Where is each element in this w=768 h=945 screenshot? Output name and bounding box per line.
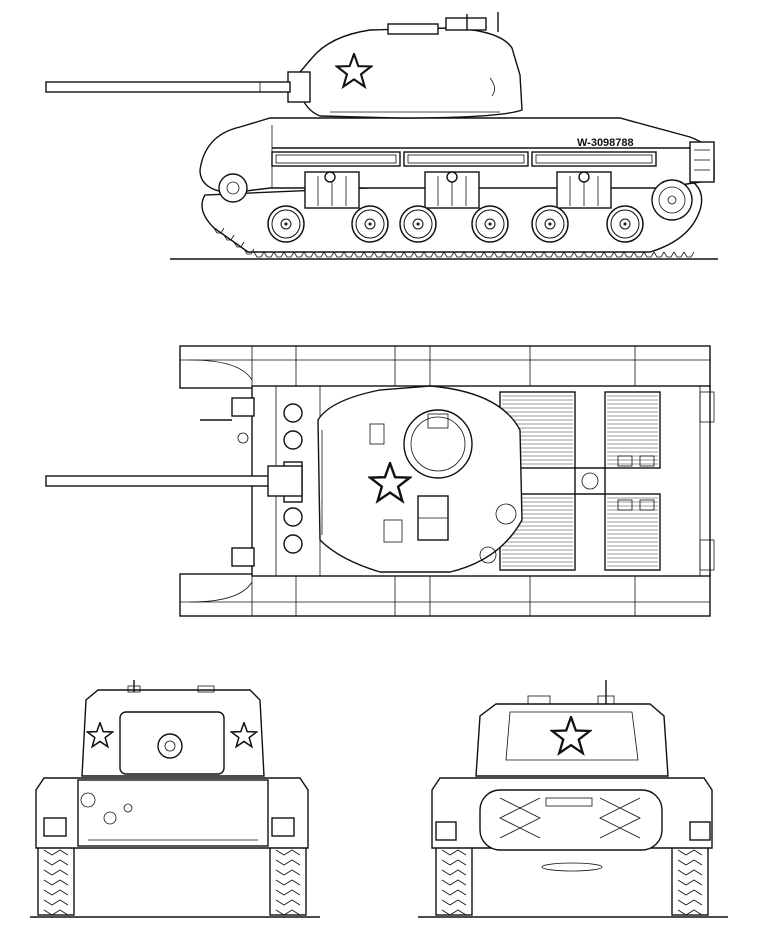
rear-track-right (671, 844, 709, 916)
side-skirt-1 (271, 151, 401, 167)
drive-sprocket (651, 179, 693, 221)
side-cupola (387, 23, 439, 35)
road-wheel-2 (351, 205, 389, 243)
commander-cupola (403, 409, 473, 479)
idler-wheel (218, 173, 248, 203)
rear-view (418, 680, 728, 918)
top-headlight-right (231, 547, 255, 567)
side-mantlet (287, 71, 311, 103)
bogie-2 (424, 171, 480, 209)
top-right-fender (179, 573, 711, 617)
rear-engine-panel (479, 789, 663, 851)
road-wheel-5 (531, 205, 569, 243)
road-wheel-4 (471, 205, 509, 243)
road-wheel-3 (399, 205, 437, 243)
top-mantlet (267, 465, 303, 497)
road-wheel-1 (267, 205, 305, 243)
side-skirt-3 (531, 151, 657, 167)
hull-number: W-3098788 (577, 137, 634, 149)
front-gun-muzzle (157, 733, 183, 759)
rear-track-left (435, 844, 473, 916)
side-turret (299, 27, 523, 119)
top-turret (317, 385, 523, 573)
top-gun-barrel (45, 475, 291, 487)
side-view: W-3098788 (45, 12, 718, 260)
top-view (45, 345, 715, 617)
front-track-shoes (43, 849, 301, 916)
front-view (30, 680, 320, 918)
engine-access-hatch (574, 467, 606, 495)
front-track-right (269, 844, 307, 916)
road-wheel-6 (606, 205, 644, 243)
top-headlight-left (231, 397, 255, 417)
front-track-left (37, 844, 75, 916)
side-skirt-2 (403, 151, 529, 167)
side-track-links (213, 227, 695, 258)
rear-track-shoes (441, 849, 703, 916)
top-left-fender (179, 345, 711, 389)
side-rear-grille (689, 141, 715, 183)
side-gun-barrel (45, 81, 291, 93)
